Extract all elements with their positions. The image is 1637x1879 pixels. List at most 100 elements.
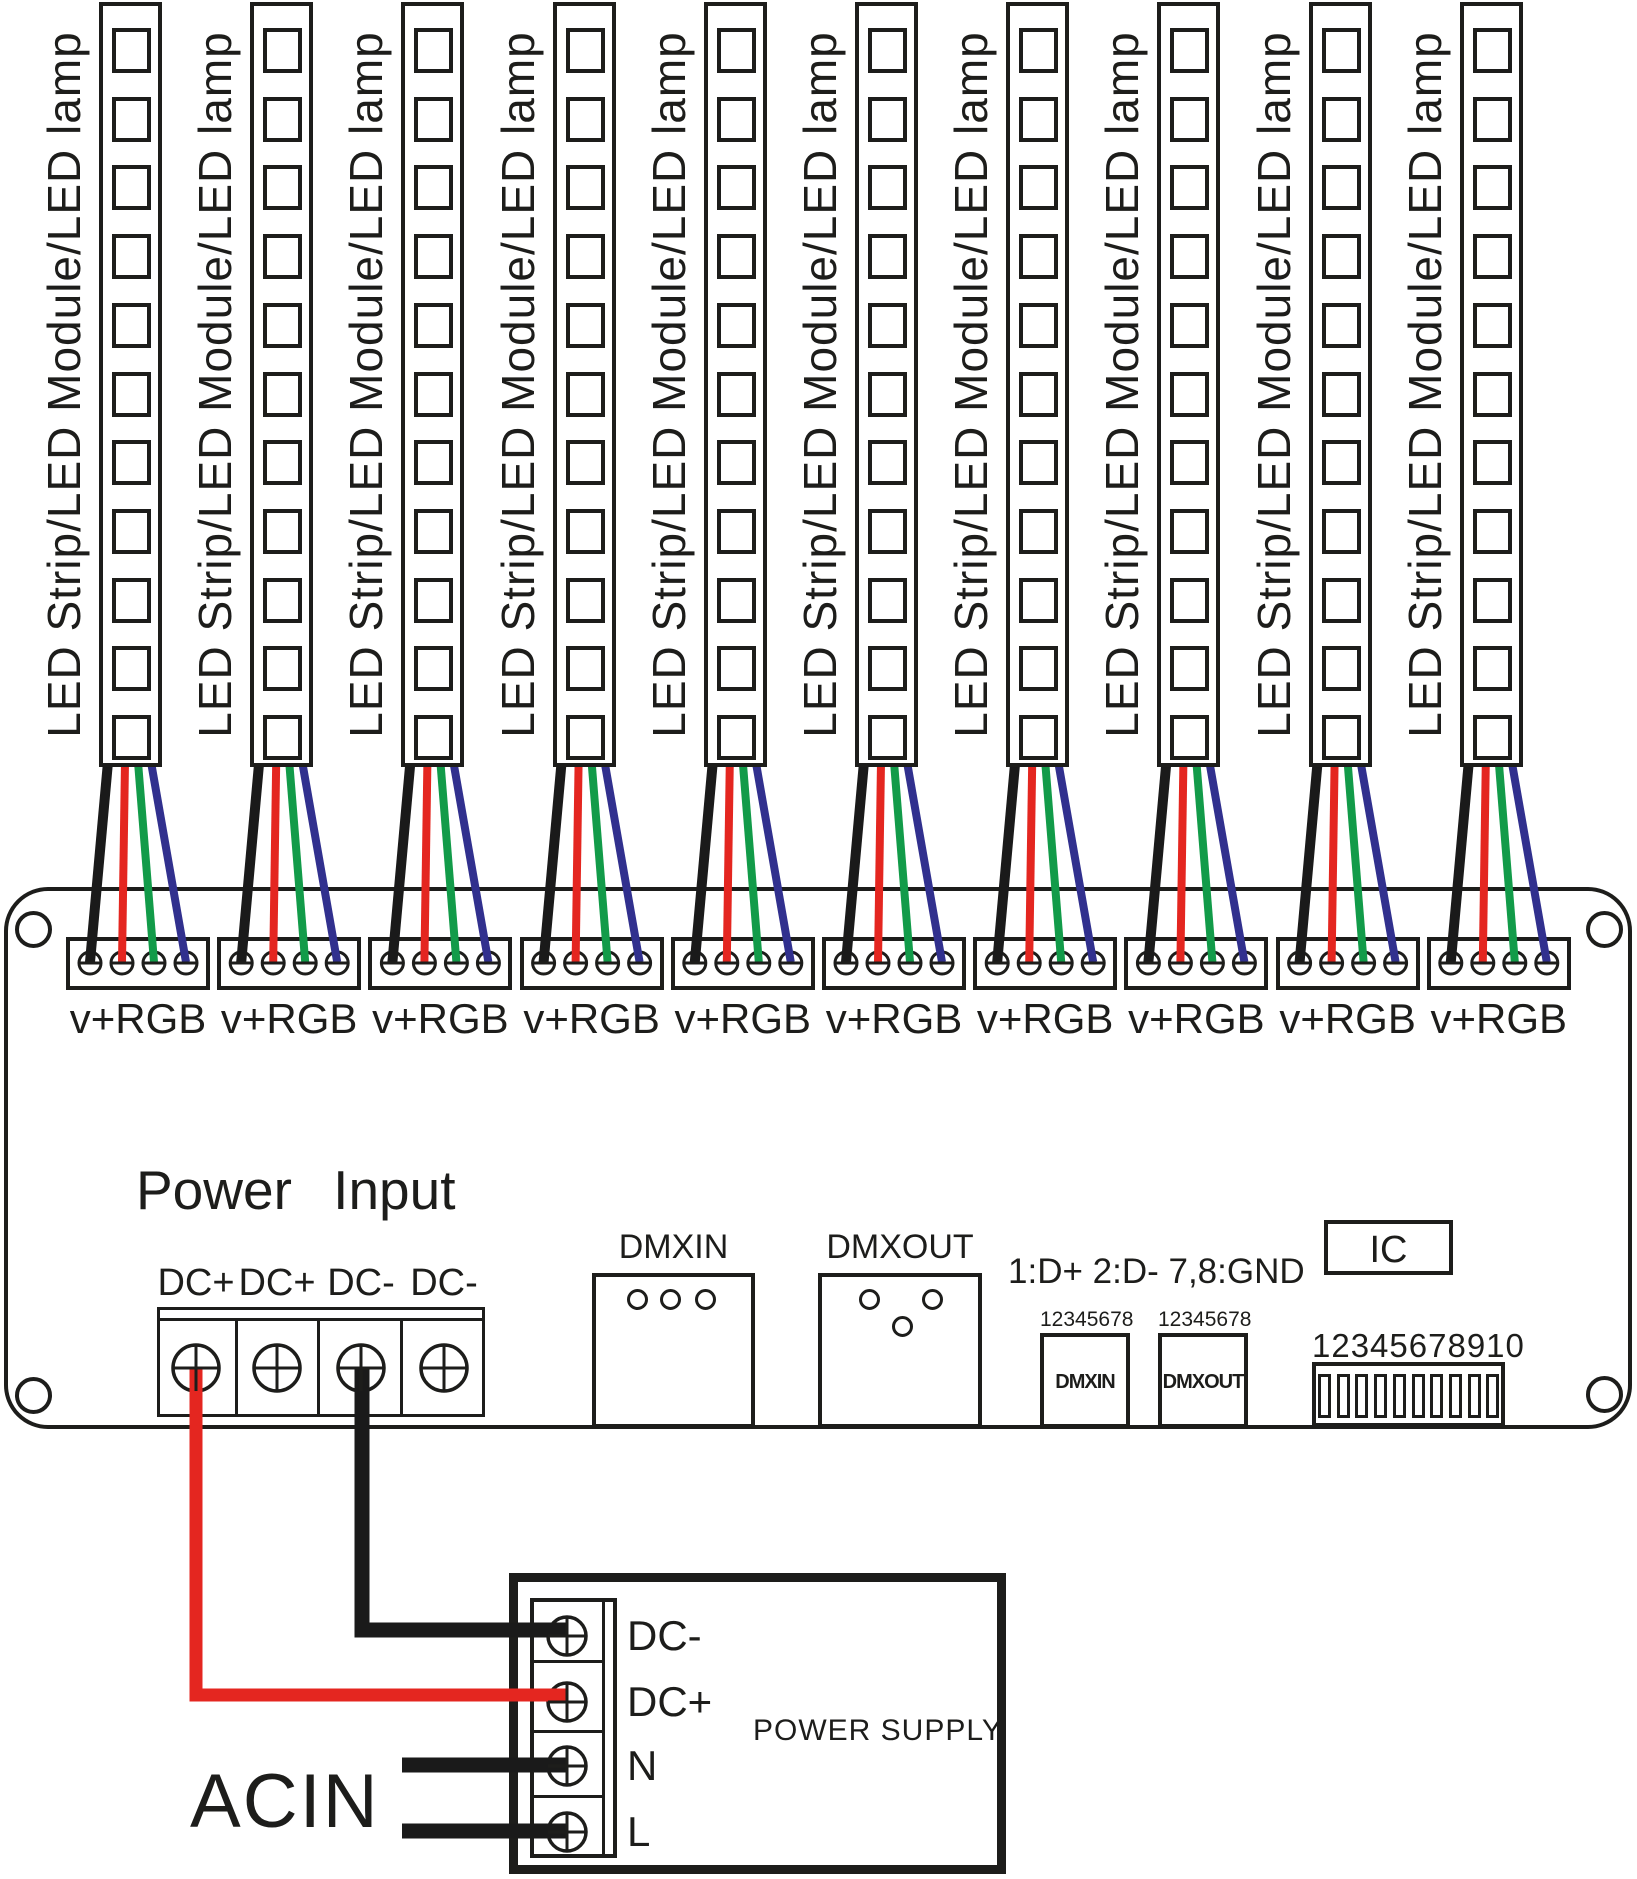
led-segment (112, 302, 151, 348)
led-segment (565, 715, 605, 760)
led-segment (1321, 715, 1361, 760)
led-segment (1019, 28, 1059, 73)
dmx-in-connector (592, 1273, 755, 1428)
led-segment (1019, 577, 1059, 623)
output-connector (1426, 937, 1571, 990)
led-strip (1308, 2, 1372, 767)
output-connector-label: v+RGB (976, 995, 1114, 1042)
led-segment (1321, 234, 1361, 280)
led-segment (1472, 234, 1512, 280)
output-connector-label: v+RGB (1128, 995, 1265, 1042)
led-segment (1019, 371, 1059, 417)
dmx-out-pin (892, 1316, 913, 1337)
output-connector-label: v+RGB (69, 995, 207, 1042)
led-strip-label-text: LED Strip/LED Module/LED lamp (189, 31, 242, 738)
led-segment (414, 96, 454, 142)
led-segment (716, 165, 756, 211)
dip-switch-position (1318, 1374, 1331, 1418)
dmx-out-pin (859, 1289, 880, 1310)
terminal-strip-inner-line (602, 1602, 605, 1854)
dip-switch-position (1411, 1374, 1425, 1418)
led-strip-label-text: LED Strip/LED Module/LED lamp (1247, 31, 1300, 738)
dmx-pinout-note: 1:D+ 2:D- 7,8:GND (1008, 1252, 1305, 1291)
led-segment (112, 371, 151, 417)
power-supply-label: POWER SUPPLY (753, 1714, 1003, 1747)
led-segment (414, 440, 454, 486)
terminal-divider (534, 1730, 605, 1733)
led-segment (1321, 371, 1361, 417)
led-segment (112, 96, 151, 142)
led-segment (868, 715, 907, 760)
led-segment (716, 715, 756, 760)
led-segment (1321, 165, 1361, 211)
led-segment (565, 646, 605, 692)
led-strip (250, 2, 314, 767)
led-segment (112, 508, 151, 554)
led-segment (263, 96, 303, 142)
led-segment (868, 96, 907, 142)
led-segment (263, 440, 303, 486)
output-connector (822, 937, 966, 990)
led-strip-label: LED Strip/LED Module/LED lamp (184, 2, 246, 767)
dip-switch-position (1430, 1374, 1444, 1418)
led-segment (1170, 371, 1210, 417)
led-segment (1019, 165, 1059, 211)
output-connector (217, 937, 362, 990)
led-segment (1019, 508, 1059, 554)
led-strip-label: LED Strip/LED Module/LED lamp (1243, 2, 1305, 767)
led-segment (1472, 508, 1512, 554)
led-segment (716, 28, 756, 73)
led-segment (868, 302, 907, 348)
output-connector (973, 937, 1118, 990)
led-segment (1170, 28, 1210, 73)
dip-switch-scale: 12345678910 (1312, 1327, 1525, 1364)
dmx-in-pin (695, 1289, 716, 1310)
led-strip-label: LED Strip/LED Module/LED lamp (789, 2, 851, 767)
led-strip-label-text: LED Strip/LED Module/LED lamp (491, 31, 544, 738)
led-strip (703, 2, 767, 767)
led-segment (1170, 715, 1210, 760)
led-strip (552, 2, 616, 767)
led-segment (716, 234, 756, 280)
led-strip (1157, 2, 1221, 767)
led-segment (868, 440, 907, 486)
led-segment (414, 508, 454, 554)
output-connector-label: v+RGB (220, 995, 358, 1042)
led-strip-label: LED Strip/LED Module/LED lamp (1394, 2, 1456, 767)
led-segment (112, 646, 151, 692)
terminal-divider (235, 1318, 238, 1414)
led-segment (868, 577, 907, 623)
led-segment (263, 646, 303, 692)
led-segment (868, 165, 907, 211)
power-supply-terminal-label: DC+ (627, 1678, 713, 1725)
dip-switch-position (1355, 1374, 1369, 1418)
dip-switch-position (1336, 1374, 1350, 1418)
led-segment (263, 715, 303, 760)
output-connector (1124, 937, 1269, 990)
led-segment (1472, 28, 1512, 73)
led-segment (112, 715, 151, 760)
led-segment (565, 577, 605, 623)
led-segment (263, 234, 303, 280)
led-segment (1170, 165, 1210, 211)
rj45-in-pin-numbers: 12345678 (1040, 1308, 1134, 1331)
rj45-in-jack: DMXIN (1040, 1333, 1130, 1428)
led-strip-label: LED Strip/LED Module/LED lamp (335, 2, 397, 767)
led-strip-label-text: LED Strip/LED Module/LED lamp (1096, 31, 1149, 738)
led-strip (855, 2, 918, 767)
dip-switch (1312, 1362, 1505, 1427)
led-segment (565, 234, 605, 280)
output-connector-label: v+RGB (674, 995, 812, 1042)
led-segment (1472, 302, 1512, 348)
rj45-out-jack-label: DMXOUT (1162, 1371, 1245, 1393)
output-connector (519, 937, 664, 990)
power-supply-terminal-label: N (627, 1742, 658, 1789)
dip-switch-position (1467, 1374, 1481, 1418)
led-segment (112, 234, 151, 280)
led-segment (1472, 165, 1512, 211)
led-segment (1170, 440, 1210, 486)
led-segment (1321, 302, 1361, 348)
terminal-block-header-line (160, 1318, 482, 1321)
led-segment (565, 96, 605, 142)
